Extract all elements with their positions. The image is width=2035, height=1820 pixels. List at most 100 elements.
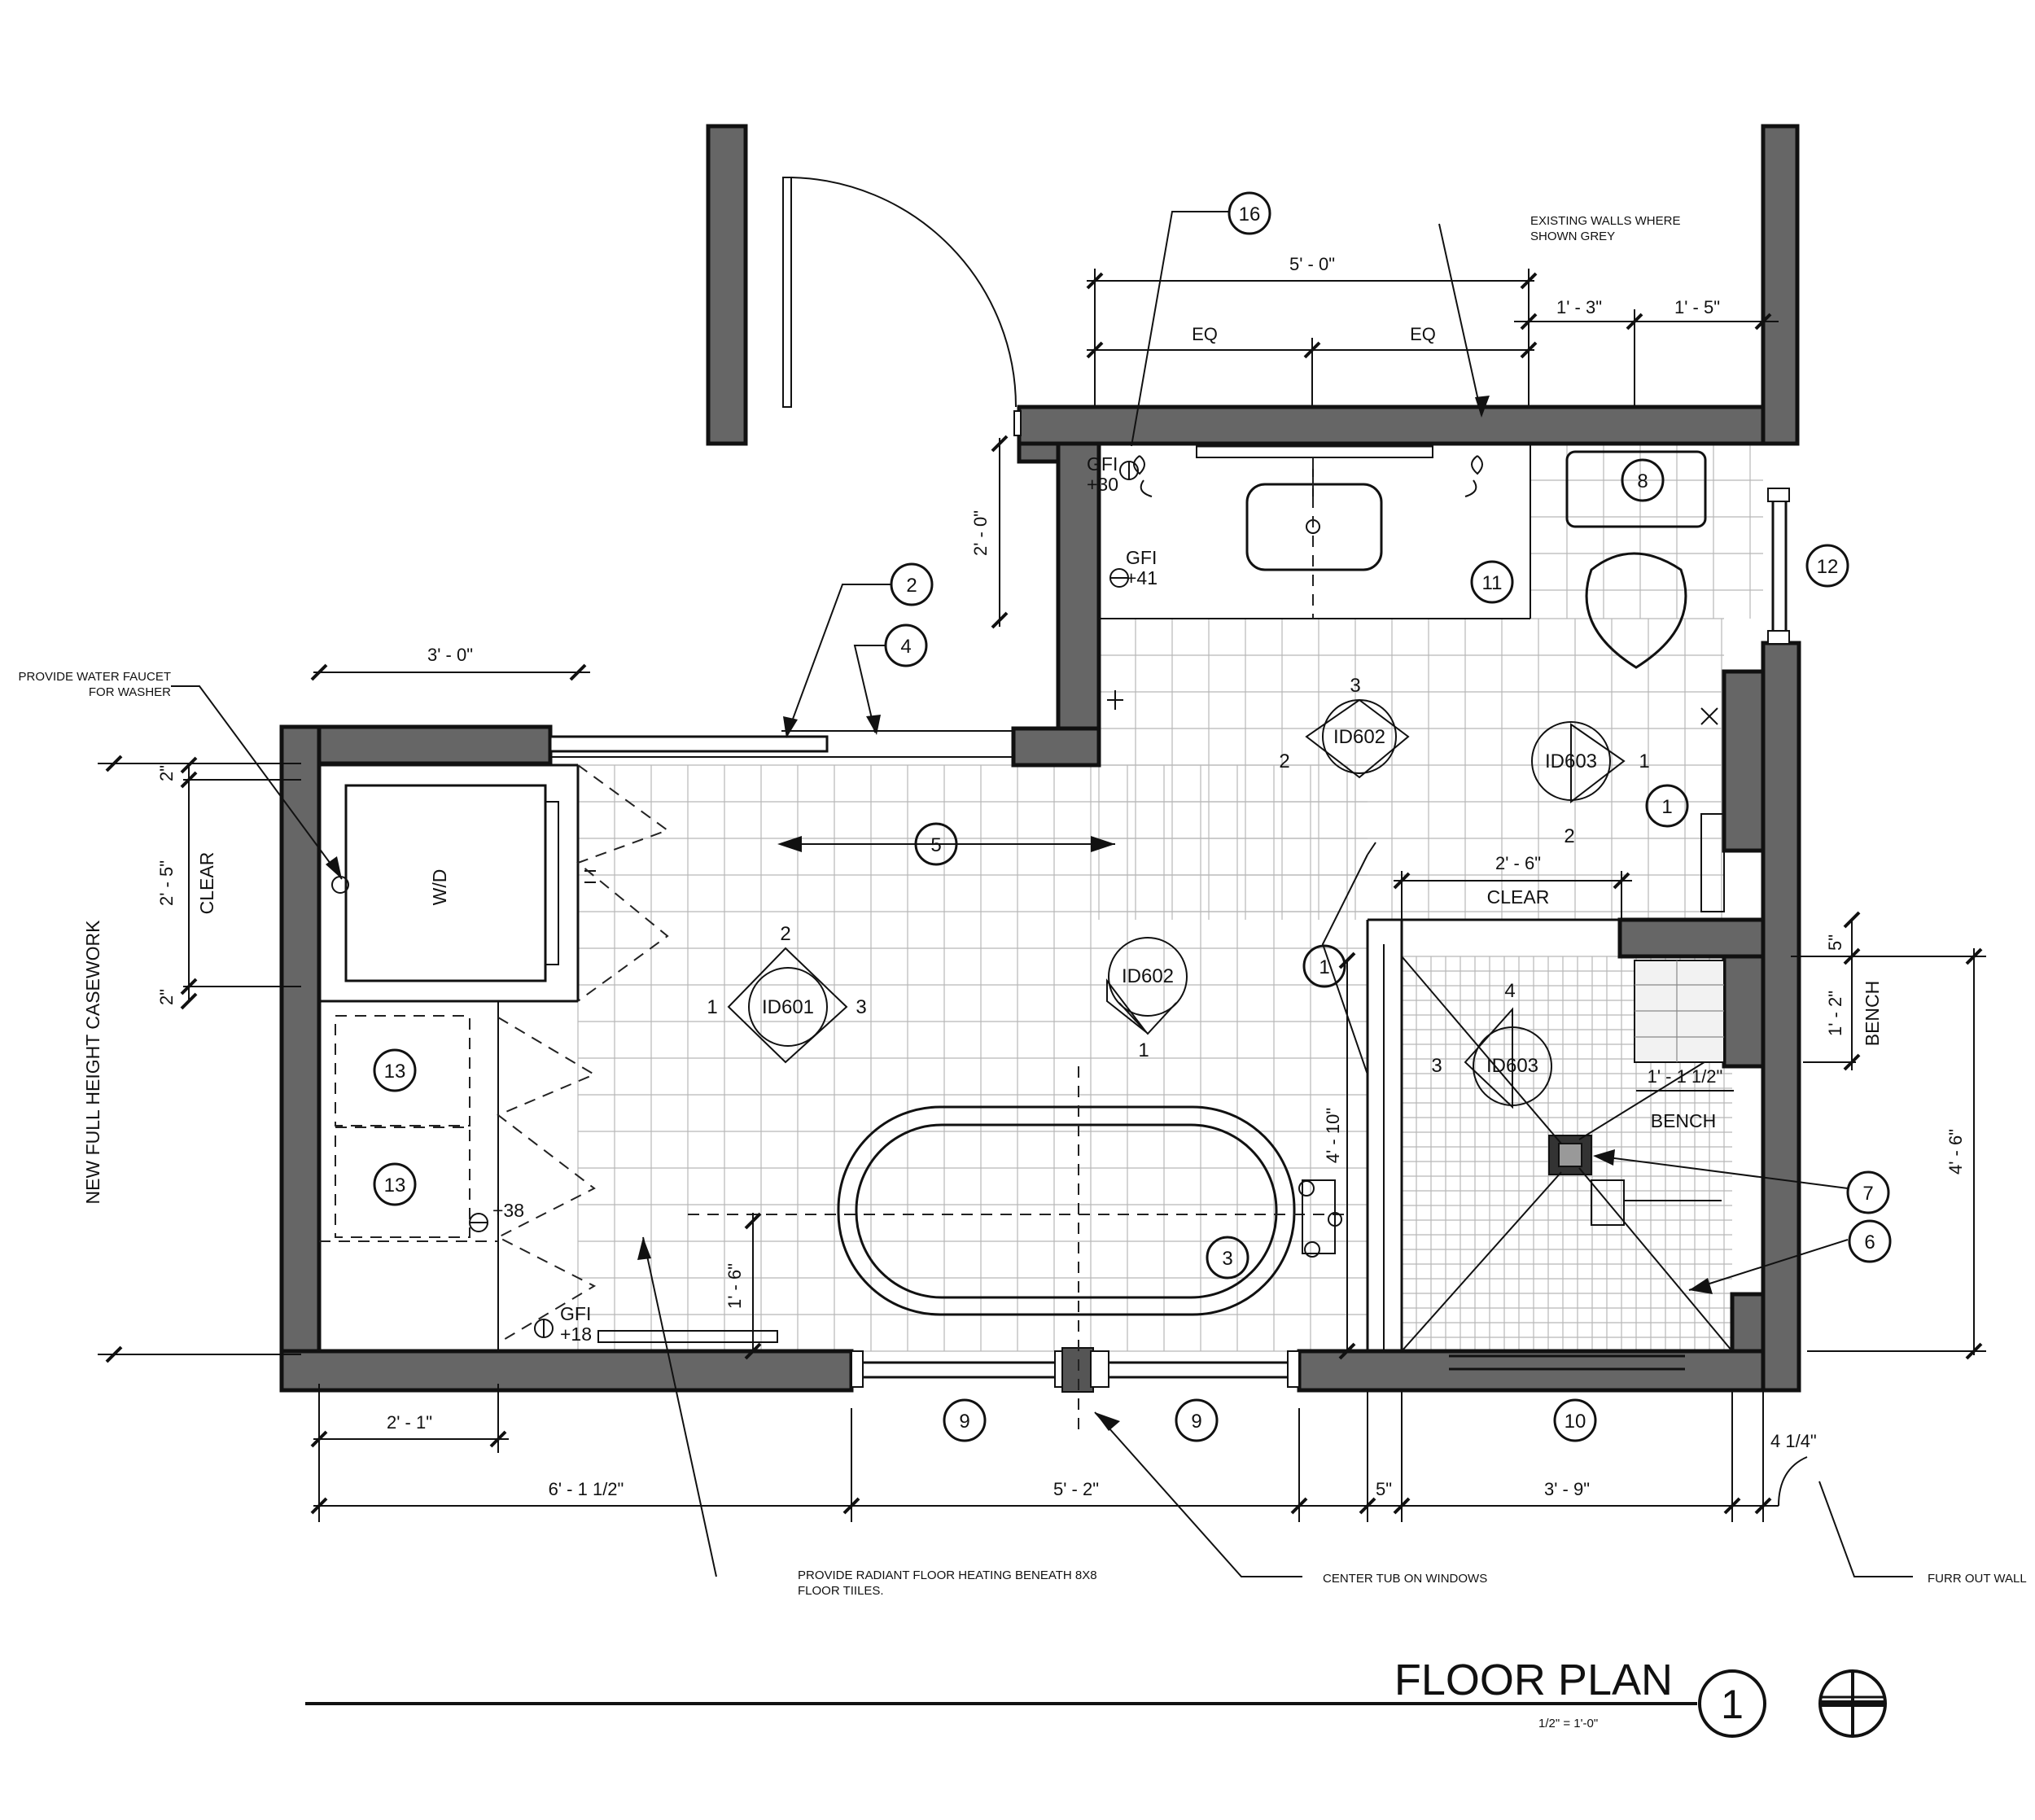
- keynote-13-b: 13: [373, 1162, 417, 1206]
- note-furr-out: FURR OUT WALL: [1928, 1572, 2027, 1586]
- dim-1-6: 1' - 6": [724, 1263, 745, 1309]
- drawing-number: 1: [1721, 1682, 1744, 1727]
- dim-2in-top: 2": [156, 765, 177, 781]
- floor-tile-grid: [577, 443, 1763, 1352]
- clear-shower-label: CLEAR: [1487, 886, 1550, 908]
- svg-text:16: 16: [1239, 203, 1261, 225]
- note-radiant-floor: PROVIDE RADIANT FLOOR HEATING BENEATH 8X…: [798, 1568, 1097, 1598]
- dimension-text: 5' - 0" EQ EQ 1' - 3" 1' - 5" 2' - 0" 3'…: [156, 254, 1966, 1499]
- toilet: [1565, 450, 1707, 669]
- keynote-9-a: 9: [943, 1398, 987, 1442]
- svg-text:3: 3: [1350, 675, 1360, 697]
- bench-vertical-label: BENCH: [1862, 981, 1883, 1047]
- svg-text:3: 3: [856, 996, 866, 1018]
- shower-bench: [1634, 707, 1725, 1063]
- keynote-2: 2: [890, 562, 934, 606]
- keynote-7: 7: [1846, 1170, 1890, 1214]
- general-notes: EXISTING WALLS WHERE SHOWN GREY PROVIDE …: [18, 214, 2027, 1598]
- dimension-lines: [98, 269, 1986, 1522]
- dim-2in-bottom: 2": [156, 989, 177, 1005]
- bench-shower-label: BENCH: [1651, 1110, 1717, 1131]
- dim-washer-3-0: 3' - 0": [427, 645, 473, 665]
- svg-text:2: 2: [906, 575, 917, 597]
- svg-text:1: 1: [1138, 1039, 1149, 1061]
- bathtub: [688, 1066, 1351, 1433]
- gfi-30-label: GFI: [1087, 453, 1118, 475]
- svg-text:7: 7: [1862, 1183, 1873, 1205]
- dim-6-1-half: 6' - 1 1/2": [549, 1479, 624, 1499]
- dim-2-5: 2' - 5": [156, 860, 177, 906]
- note-water-faucet: PROVIDE WATER FAUCET FOR WASHER: [18, 670, 171, 699]
- cabinet-door-swings: [496, 764, 670, 1344]
- svg-text:2: 2: [1564, 825, 1574, 847]
- svg-text:ID603: ID603: [1486, 1055, 1538, 1077]
- dim-eq-left: EQ: [1192, 324, 1218, 344]
- elevation-tag-id601: ID601 2 1 3: [707, 923, 867, 1064]
- svg-text:12: 12: [1817, 556, 1839, 578]
- dim-1-3: 1' - 3": [1556, 297, 1602, 317]
- outlet-38-height: +38: [492, 1200, 524, 1221]
- dim-eq-right: EQ: [1410, 324, 1436, 344]
- keynote-4: 4: [884, 623, 928, 667]
- dimension-ticks: [105, 272, 1983, 1515]
- vanity: [1133, 444, 1483, 619]
- keynote-bubbles: 16 2 4 5 8 11 12 1 1 13 13 3 7 6 9 9 10: [373, 191, 1892, 1442]
- entry-door: [782, 177, 1022, 436]
- svg-text:ID603: ID603: [1545, 750, 1597, 772]
- interior-lines: [319, 444, 1790, 1393]
- keynote-5: 5: [914, 822, 958, 866]
- dim-5in-bottom: 5": [1376, 1479, 1392, 1499]
- shower-drain: [1401, 956, 1733, 1352]
- gfi-41-label: GFI: [1126, 547, 1157, 568]
- gfi-30-height: +30: [1087, 474, 1118, 495]
- dim-vanity-2-0: 2' - 0": [970, 510, 991, 556]
- keynote-1-a: 1: [1645, 784, 1689, 828]
- casework: [319, 1015, 498, 1242]
- dim-4-6: 4' - 6": [1945, 1129, 1966, 1175]
- keynote-1-b: 1: [1302, 944, 1346, 988]
- svg-text:2: 2: [780, 923, 790, 945]
- svg-text:8: 8: [1637, 470, 1648, 492]
- note-center-tub: CENTER TUB ON WINDOWS: [1323, 1572, 1487, 1586]
- svg-text:1: 1: [1661, 796, 1672, 818]
- keynote-12: 12: [1805, 544, 1849, 588]
- dim-1-2: 1' - 2": [1825, 991, 1845, 1036]
- svg-text:1: 1: [1639, 750, 1649, 772]
- svg-text:4: 4: [1504, 980, 1515, 1002]
- svg-text:9: 9: [959, 1411, 969, 1433]
- svg-text:11: 11: [1482, 572, 1503, 594]
- keynote-9-b: 9: [1175, 1398, 1219, 1442]
- towel-bar: [597, 1330, 778, 1343]
- svg-text:5: 5: [930, 834, 941, 856]
- dim-3-9: 3' - 9": [1544, 1479, 1590, 1499]
- keynote-3: 3: [1206, 1236, 1249, 1280]
- outlets: [469, 461, 1139, 1338]
- drawing-title: FLOOR PLAN: [1394, 1656, 1673, 1704]
- dim-5in-bench: 5": [1825, 934, 1845, 951]
- keynote-11: 11: [1470, 560, 1514, 604]
- svg-text:1: 1: [1319, 956, 1329, 978]
- gfi-18-label: GFI: [560, 1303, 591, 1324]
- svg-text:2: 2: [1279, 750, 1289, 772]
- wd-label: W/D: [429, 869, 450, 906]
- svg-text:4: 4: [900, 636, 911, 658]
- plan-labels: CLEAR CLEAR BENCH BENCH NEW FULL HEIGHT …: [82, 453, 1883, 1345]
- dim-4-quarter: 4 1/4": [1770, 1431, 1817, 1451]
- svg-text:9: 9: [1191, 1411, 1201, 1433]
- north-arrow-icon: [1818, 1669, 1887, 1738]
- elevation-tag-id602-top: ID602 3 2: [1279, 675, 1410, 779]
- svg-text:ID602: ID602: [1333, 726, 1385, 748]
- gfi-18-height: +18: [560, 1323, 592, 1345]
- svg-text:6: 6: [1864, 1232, 1875, 1253]
- keynote-13-a: 13: [373, 1048, 417, 1092]
- elevation-tag-id603-top: ID603 1 2: [1531, 721, 1650, 847]
- svg-text:1: 1: [707, 996, 717, 1018]
- keynote-10: 10: [1553, 1398, 1597, 1442]
- drawing-scale: 1/2" = 1'-0": [1538, 1717, 1598, 1730]
- svg-text:13: 13: [384, 1175, 406, 1197]
- leader-lines: [171, 211, 1913, 1577]
- gfi-41-height: +41: [1126, 567, 1158, 588]
- svg-text:3: 3: [1222, 1248, 1232, 1270]
- elevation-tag-id602-mid: ID602 1: [1106, 937, 1188, 1061]
